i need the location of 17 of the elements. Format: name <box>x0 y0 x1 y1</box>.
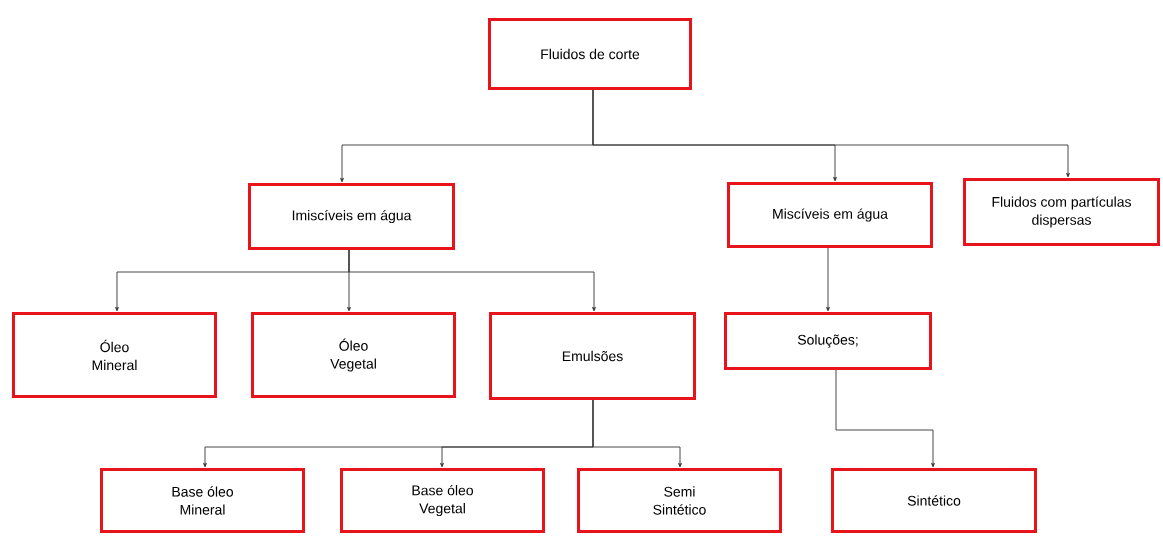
process-box: Base óleo Mineral <box>100 468 305 533</box>
process-box: Semi Sintético <box>577 468 782 533</box>
process-box: Fluidos de corte <box>488 18 692 90</box>
process-box: Base óleo Vegetal <box>340 468 545 533</box>
arrow <box>592 399 682 468</box>
arrow <box>348 249 596 312</box>
process-box: Óleo Vegetal <box>251 312 456 398</box>
process-box: Óleo Mineral <box>12 312 217 398</box>
arrow <box>592 89 1070 178</box>
process-box: Miscíveis em água <box>727 182 933 248</box>
process-box: Fluidos com partículas dispersas <box>963 178 1160 246</box>
process-box: Emulsões <box>489 312 696 400</box>
arrow <box>835 369 935 468</box>
process-box: Imiscíveis em água <box>248 183 455 250</box>
process-box: Soluções; <box>724 312 932 370</box>
arrow <box>826 247 830 312</box>
process-box: Sintético <box>831 468 1037 533</box>
